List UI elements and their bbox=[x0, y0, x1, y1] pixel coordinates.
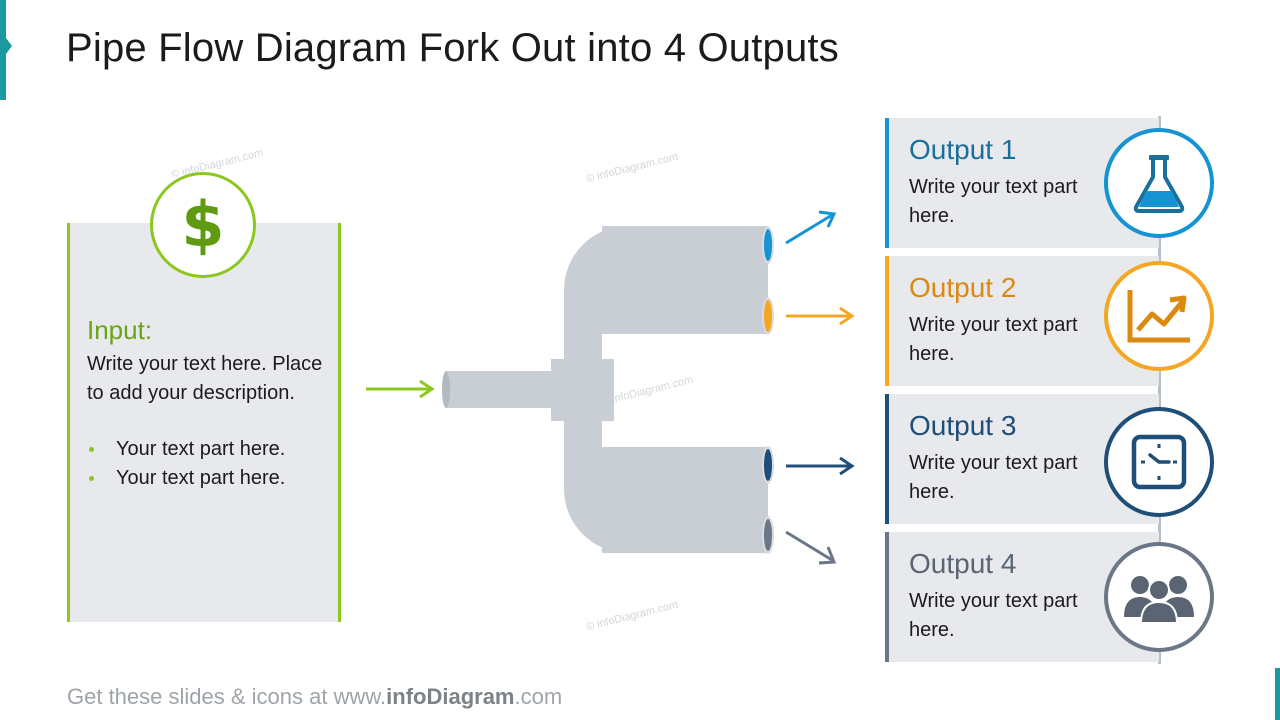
corner-accent-bar bbox=[1275, 668, 1280, 720]
team-icon bbox=[1124, 576, 1194, 624]
footer: Get these slides & icons at www.infoDiag… bbox=[67, 684, 562, 710]
output-title: Output 4 bbox=[909, 548, 1017, 579]
footer-brand[interactable]: infoDiagram bbox=[386, 684, 515, 709]
accent-tab bbox=[0, 0, 12, 100]
output-arrow-2 bbox=[786, 306, 855, 326]
page-title: Pipe Flow Diagram Fork Out into 4 Output… bbox=[66, 26, 839, 70]
output-1-icon-circle bbox=[1104, 128, 1214, 238]
output-connector-line bbox=[1158, 116, 1161, 664]
output-arrow-4 bbox=[785, 530, 837, 565]
output-arrow-1 bbox=[785, 210, 837, 245]
output-text: Write your text part here. bbox=[909, 314, 1078, 365]
flask-icon bbox=[1133, 155, 1185, 213]
output-card-3: Output 3 Write your text part here. bbox=[885, 394, 1159, 524]
output-text: Write your text part here. bbox=[909, 452, 1078, 503]
input-arrow bbox=[366, 379, 435, 399]
dollar-icon: $ bbox=[150, 172, 256, 278]
clock-icon bbox=[1131, 434, 1187, 490]
output-text: Write your text part here. bbox=[909, 590, 1078, 641]
input-heading: Input: bbox=[87, 315, 153, 345]
input-bullet: Your text part here. bbox=[87, 435, 285, 464]
growth-chart-icon bbox=[1127, 290, 1190, 343]
input-panel bbox=[67, 223, 341, 622]
output-3-icon-circle bbox=[1104, 407, 1214, 517]
input-description: Write your text here. Place to add your … bbox=[87, 353, 323, 404]
output-title: Output 2 bbox=[909, 272, 1017, 303]
input-bullet: Your text part here. bbox=[87, 464, 285, 493]
output-title: Output 1 bbox=[909, 134, 1017, 165]
footer-prefix: Get these slides & icons at www. bbox=[67, 684, 387, 709]
output-arrow-3 bbox=[786, 456, 855, 476]
output-2-icon-circle bbox=[1104, 261, 1214, 371]
output-title: Output 3 bbox=[909, 410, 1017, 441]
input-bullet-list: Your text part here. Your text part here… bbox=[87, 435, 285, 493]
footer-suffix: .com bbox=[514, 684, 563, 709]
fork-pipe bbox=[442, 226, 774, 554]
output-4-icon-circle bbox=[1104, 542, 1214, 652]
output-text: Write your text part here. bbox=[909, 176, 1078, 227]
